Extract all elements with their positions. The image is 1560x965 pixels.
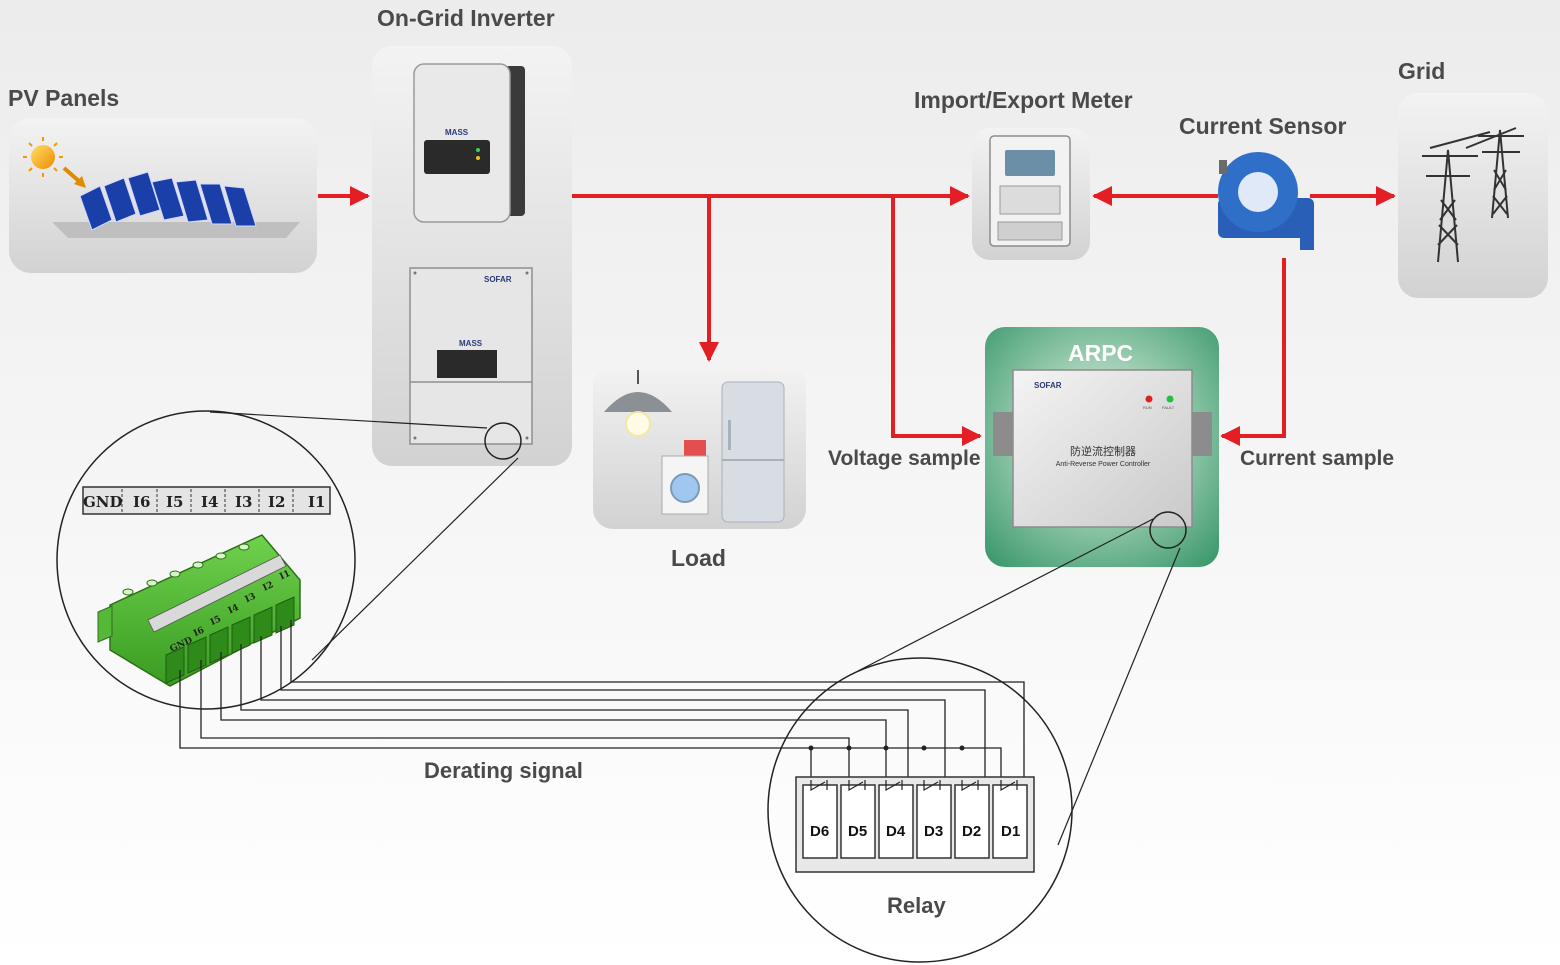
relay-label-d2: D2 (962, 823, 981, 840)
green-connector: GND I6 I5 I4 I3 I2 I1 (97, 534, 301, 687)
solar-panel-icon (52, 171, 300, 238)
terminal-label-i4: I4 (201, 493, 218, 511)
terminal-magnifier: GND I6 I5 I4 I3 I2 I1 (56, 410, 519, 710)
pv-panels-label: PV Panels (8, 85, 119, 111)
arpc-device: SOFAR RUN FAULT 防逆流控制器 Anti-Reverse Powe… (993, 369, 1212, 528)
terminal-label-i6: I6 (133, 493, 150, 511)
voltage-sample-label: Voltage sample (828, 447, 981, 470)
arpc-block: ARPC SOFAR RUN FAULT 防逆流控制器 Anti-Reverse… (985, 327, 1219, 567)
inverter-bottom-unit: MASS SOFAR (409, 267, 533, 445)
power-tower-icon (1422, 127, 1524, 263)
terminal-label-i5: I5 (166, 493, 183, 511)
current-sample-label: Current sample (1240, 447, 1394, 470)
terminal-label-i2: I2 (268, 493, 285, 511)
meter-block: Import/Export Meter (914, 87, 1133, 260)
load-block: Load (593, 364, 806, 571)
derating-signal-label: Derating signal (424, 758, 583, 783)
connector-label-i3: I3 (244, 592, 258, 605)
connector-label-i6: I6 (192, 626, 206, 639)
arpc-fault-led-label: FAULT (1162, 405, 1175, 410)
pv-panels-block: PV Panels (8, 85, 317, 273)
lamp-icon (604, 370, 672, 437)
energy-meter-icon (989, 135, 1071, 247)
relay-label-d4: D4 (886, 823, 906, 840)
arpc-label: ARPC (1068, 340, 1133, 366)
terminal-label-strip: GND I6 I5 I4 I3 I2 I1 (82, 486, 331, 515)
relay-label-d6: D6 (810, 823, 829, 840)
arpc-run-led (1145, 395, 1153, 403)
connector-label-i1: I1 (278, 569, 292, 582)
terminal-label-gnd: GND (83, 493, 123, 511)
relay-magnifier: D6 D5 D4 D3 D2 D1 Relay (767, 518, 1181, 963)
washing-machine-icon (661, 440, 709, 515)
terminal-zoom-circle (56, 410, 356, 710)
arpc-zoom-circle (1149, 511, 1187, 549)
sun-icon (23, 137, 86, 188)
relay-label-d3: D3 (924, 823, 943, 840)
connector-label-i4: I4 (227, 603, 241, 616)
power-lines (318, 186, 1396, 446)
arpc-brand: SOFAR (1034, 381, 1062, 390)
wire-junctions (808, 745, 965, 751)
inverter-bottom-brand: MASS (459, 339, 483, 348)
connector-label-i5: I5 (209, 614, 223, 627)
arpc-fault-led (1166, 395, 1174, 403)
relay-label-d5: D5 (848, 823, 867, 840)
relay-bank: D6 D5 D4 D3 D2 D1 (795, 776, 1035, 873)
arpc-run-led-label: RUN (1143, 405, 1152, 410)
inverter-zoom-circle (484, 422, 522, 460)
inverter-block: On-Grid Inverter MASS MASS SOFAR (372, 5, 572, 466)
current-sample-arrow (1220, 258, 1286, 446)
meter-label: Import/Export Meter (914, 87, 1133, 113)
relay-label-d1: D1 (1001, 823, 1020, 840)
grid-block: Grid (1398, 58, 1548, 298)
inverter-label: On-Grid Inverter (377, 5, 555, 31)
relay-zoom-circle (767, 657, 1073, 963)
load-label: Load (671, 545, 726, 571)
current-sensor-block: Current Sensor (1179, 113, 1346, 250)
grid-label: Grid (1398, 58, 1445, 84)
current-sensor-label: Current Sensor (1179, 113, 1346, 139)
inverter-top-unit: MASS (413, 63, 525, 223)
connector-label-i2: I2 (261, 580, 275, 593)
derating-wires (179, 620, 1025, 780)
inverter-bottom-brand-2: SOFAR (484, 275, 512, 284)
terminal-label-i1: I1 (308, 493, 325, 511)
voltage-sample-arrow (891, 196, 982, 446)
arpc-title-en: Anti-Reverse Power Controller (1056, 461, 1151, 468)
relay-label: Relay (887, 893, 946, 918)
terminal-label-i3: I3 (235, 493, 252, 511)
refrigerator-icon (721, 381, 785, 523)
arpc-title-cn: 防逆流控制器 (1070, 444, 1136, 458)
current-sensor-icon (1218, 152, 1314, 250)
grid-card (1398, 93, 1548, 298)
inverter-top-brand: MASS (445, 128, 469, 137)
